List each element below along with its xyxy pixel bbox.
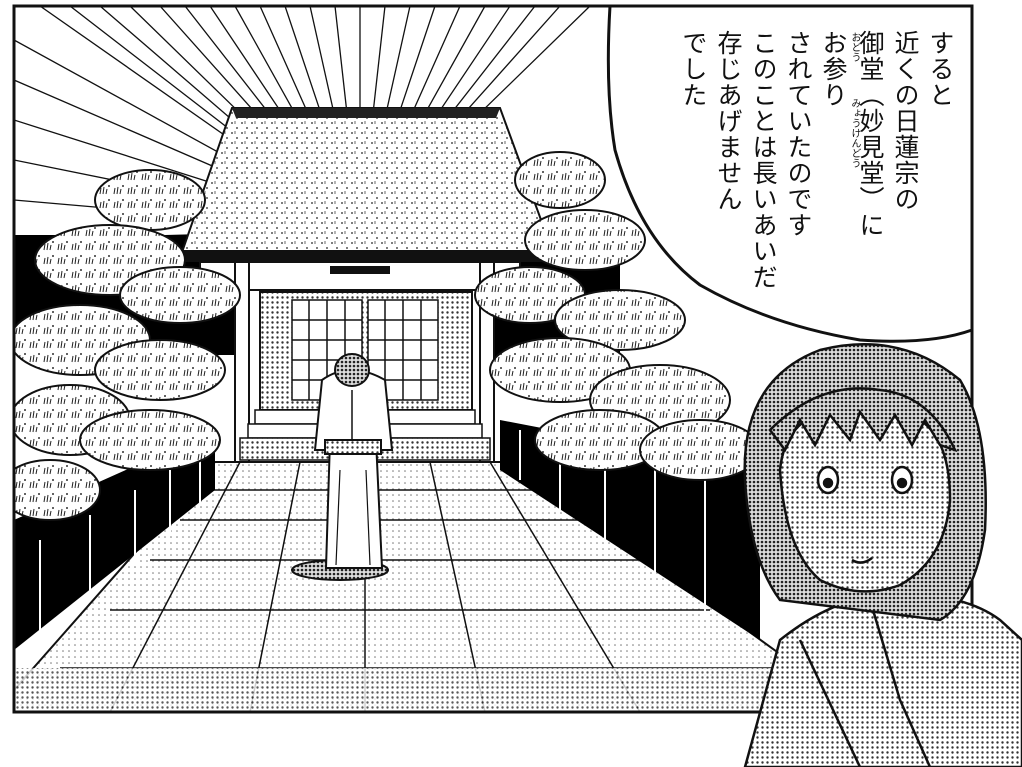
speech-line-5: されていたのです <box>784 30 813 238</box>
speech-line-2: 近くの日蓮宗の <box>891 30 920 212</box>
panel-border <box>12 4 974 714</box>
speech-bubble-shape <box>606 4 974 343</box>
speech-line-3: 御堂（妙見堂）に <box>856 30 885 238</box>
left-fence <box>14 430 215 650</box>
furigana-myoukendou: みょうけんどう <box>849 98 860 168</box>
stone-path <box>14 461 862 712</box>
speech-line-4: お参り <box>819 30 848 108</box>
man-in-kimono <box>291 353 394 581</box>
woman-character <box>743 343 1022 767</box>
speech-line-6: このことは長いあいだ <box>749 30 778 290</box>
speech-line-7: 存じあげません <box>714 30 743 212</box>
right-trees <box>474 151 761 481</box>
left-trees <box>14 169 241 521</box>
speech-line-1: すると <box>926 30 955 108</box>
speech-line-8: でした <box>679 30 708 108</box>
furigana-odou: おどう <box>849 32 860 62</box>
